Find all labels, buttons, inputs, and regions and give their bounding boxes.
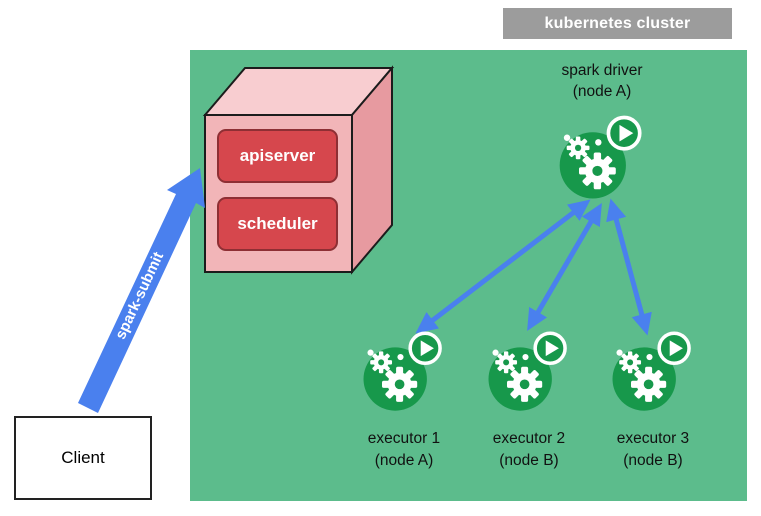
driver-executor1-arrow (415, 199, 591, 334)
executor-3-title: executor 3 (616, 430, 690, 447)
executor-2-node: (node B) (499, 452, 559, 469)
executor-2-title: executor 2 (492, 430, 566, 447)
spark-driver-pod-icon (556, 112, 648, 204)
executor-1-label: executor 1 (node A) (339, 428, 469, 472)
executor-3-pod-icon (609, 328, 697, 416)
apiserver-box: apiserver (217, 129, 338, 183)
driver-executor3-arrow (606, 198, 652, 336)
driver-executor2-arrow (527, 203, 602, 331)
spark-driver-node: (node A) (572, 83, 632, 100)
spark-driver-label: spark driver (node A) (520, 60, 684, 102)
executor-1-title: executor 1 (367, 430, 441, 447)
kubernetes-cluster-label: kubernetes cluster (503, 8, 732, 39)
spark-submit-arrow (78, 168, 205, 413)
client-label: Client (61, 448, 105, 467)
apiserver-label: apiserver (239, 146, 316, 165)
executor-1-node: (node A) (374, 452, 434, 469)
spark-driver-title: spark driver (561, 62, 643, 79)
executor-3-node: (node B) (623, 452, 683, 469)
executor-2-pod-icon (485, 328, 573, 416)
scheduler-box: scheduler (217, 197, 338, 251)
executor-2-label: executor 2 (node B) (464, 428, 594, 472)
client-box: Client (14, 416, 152, 500)
executor-3-label: executor 3 (node B) (588, 428, 718, 472)
executor-1-pod-icon (360, 328, 448, 416)
scheduler-label: scheduler (237, 214, 318, 233)
